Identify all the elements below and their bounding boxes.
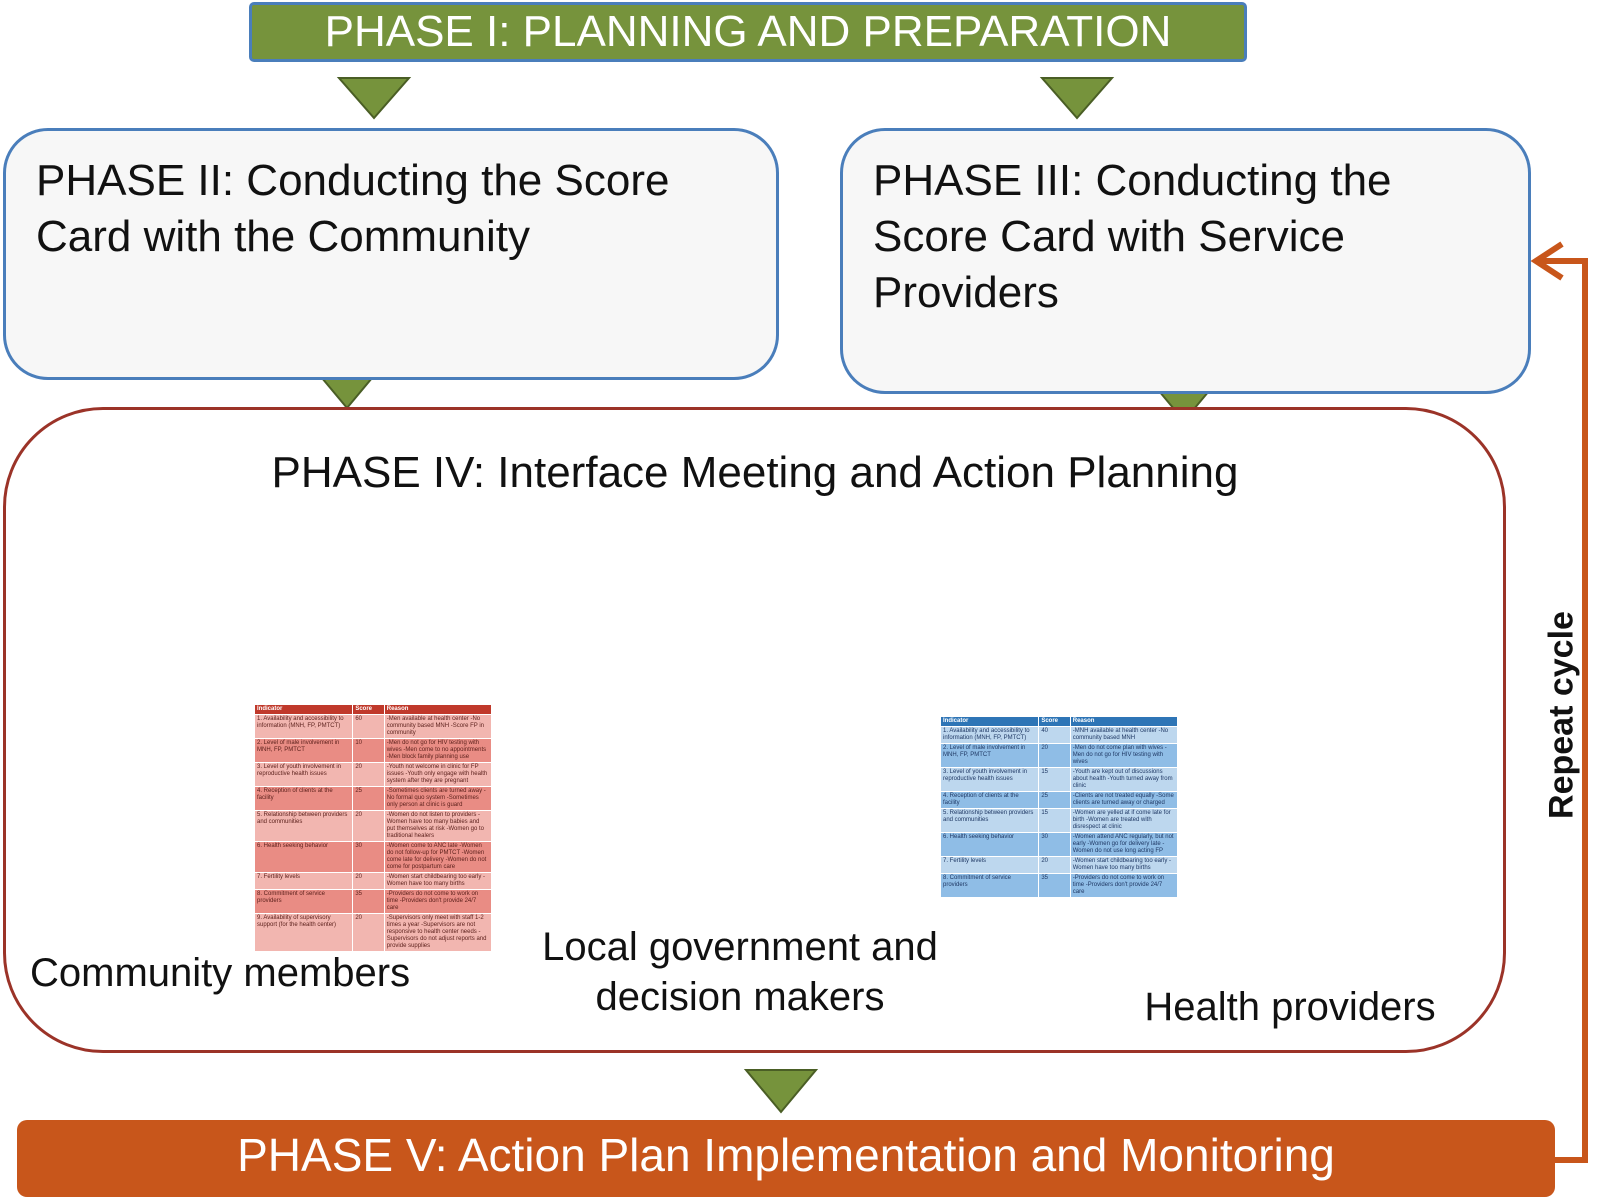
table-cell: 3. Level of youth involvement in reprodu… — [939, 767, 1040, 792]
table-cell: 35 — [352, 889, 385, 914]
table-cell: 30 — [352, 841, 385, 873]
table-cell: 25 — [352, 786, 385, 811]
table-cell: -Women come to ANC late -Women do not fo… — [383, 841, 493, 873]
government-label: Local government and decision makers — [542, 925, 938, 1019]
table-cell: 60 — [352, 714, 385, 739]
community-members-label: Community members — [30, 951, 411, 995]
table-cell: 30 — [1038, 832, 1071, 857]
table-cell: 25 — [1038, 791, 1071, 809]
table-cell: 4. Reception of clients at the facility — [253, 786, 354, 811]
table-cell: -Women start childbearing too early -Wom… — [1069, 856, 1179, 874]
table-cell: -MNH available at health center -No comm… — [1069, 726, 1179, 744]
table-cell: 6. Health seeking behavior — [939, 832, 1040, 857]
repeat-cycle-label: Repeat cycle — [1542, 611, 1581, 819]
table-cell: -Sometimes clients are turned away -No f… — [383, 786, 493, 811]
table-cell: -Women are yelled at if come late for bi… — [1069, 808, 1179, 833]
table-cell: 6. Health seeking behavior — [253, 841, 354, 873]
phase5-label: PHASE V: Action Plan Implementation and … — [237, 1129, 1335, 1181]
arrow-phase1-to-phase2 — [336, 77, 412, 120]
table-row: 5. Relationship between providers and co… — [253, 810, 493, 842]
table-header-cell: Reason — [1069, 716, 1179, 727]
phase3-label: PHASE III: Conducting the Score Card wit… — [873, 156, 1392, 317]
table-cell: 5. Relationship between providers and co… — [939, 808, 1040, 833]
table-header-cell: Reason — [383, 704, 493, 715]
table-cell: 20 — [352, 872, 385, 890]
table-cell: 5. Relationship between providers and co… — [253, 810, 354, 842]
table-row: 3. Level of youth involvement in reprodu… — [939, 767, 1179, 792]
table-cell: -Women start childbearing too early -Wom… — [383, 872, 493, 890]
repeat-cycle-arrowhead — [1530, 241, 1564, 281]
table-header-cell: Indicator — [253, 704, 354, 715]
phase1-box: PHASE I: PLANNING AND PREPARATION — [249, 2, 1247, 62]
table-header-cell: Score — [352, 704, 385, 715]
table-cell: 8. Commitment of service providers — [253, 889, 354, 914]
table-header-cell: Indicator — [939, 716, 1040, 727]
table-cell: 3. Level of youth involvement in reprodu… — [253, 762, 354, 787]
health-providers-label: Health providers — [1144, 985, 1436, 1029]
table-cell: 20 — [352, 913, 385, 952]
table-cell: 2. Level of male involvement in MNH, FP,… — [939, 743, 1040, 768]
table-cell: 7. Fertility levels — [939, 856, 1040, 874]
table-cell: 8. Commitment of service providers — [939, 873, 1040, 898]
table-cell: 7. Fertility levels — [253, 872, 354, 890]
table-row: 2. Level of male involvement in MNH, FP,… — [253, 738, 493, 763]
table-cell: 1. Availability and accessibility to inf… — [253, 714, 354, 739]
table-cell: 4. Reception of clients at the facility — [939, 791, 1040, 809]
table-cell: -Men do not come plan with wives -Men do… — [1069, 743, 1179, 768]
table-cell: 40 — [1038, 726, 1071, 744]
table-cell: -Women attend ANC regularly, but not ear… — [1069, 832, 1179, 857]
table-cell: -Clients are not treated equally -Some c… — [1069, 791, 1179, 809]
table-cell: -Women do not listen to providers -Women… — [383, 810, 493, 842]
table-cell: 10 — [352, 738, 385, 763]
table-cell: 2. Level of male involvement in MNH, FP,… — [253, 738, 354, 763]
phase4-box — [3, 407, 1506, 1053]
phase1-label: PHASE I: PLANNING AND PREPARATION — [324, 7, 1172, 56]
phase5-box: PHASE V: Action Plan Implementation and … — [17, 1120, 1555, 1197]
table-cell: -Youth are kept out of discussions about… — [1069, 767, 1179, 792]
table-cell: 9. Availability of supervisory support (… — [253, 913, 354, 952]
repeat-cycle-label-wrap: Repeat cycle — [1532, 600, 1592, 830]
table-cell: -Men available at health center -No comm… — [383, 714, 493, 739]
table-cell: 20 — [1038, 743, 1071, 768]
table-header-cell: Score — [1038, 716, 1071, 727]
phase4-label: PHASE IV: Interface Meeting and Action P… — [271, 448, 1239, 497]
table-cell: 20 — [352, 762, 385, 787]
table-row: 1. Availability and accessibility to inf… — [939, 726, 1179, 744]
repeat-cycle-arrow — [1538, 258, 1588, 1163]
arrow-phase1-to-phase3 — [1039, 77, 1115, 120]
phase2-box: PHASE II: Conducting the Score Card with… — [3, 128, 779, 380]
table-row: 1. Availability and accessibility to inf… — [253, 714, 493, 739]
table-cell: 15 — [1038, 808, 1071, 833]
table-row: 5. Relationship between providers and co… — [939, 808, 1179, 833]
table-cell: 35 — [1038, 873, 1071, 898]
table-cell: -Providers do not come to work on time -… — [383, 889, 493, 914]
table-row: 3. Level of youth involvement in reprodu… — [253, 762, 493, 787]
table-cell: 20 — [1038, 856, 1071, 874]
table-row: 9. Availability of supervisory support (… — [253, 913, 493, 952]
table-cell: 20 — [352, 810, 385, 842]
phase2-label: PHASE II: Conducting the Score Card with… — [36, 156, 670, 261]
table-cell: 15 — [1038, 767, 1071, 792]
table-cell: -Men do not go for HIV testing with wive… — [383, 738, 493, 763]
table-row: 2. Level of male involvement in MNH, FP,… — [939, 743, 1179, 768]
table-cell: -Youth not welcome in clinic for FP issu… — [383, 762, 493, 787]
table-cell: 1. Availability and accessibility to inf… — [939, 726, 1040, 744]
table-cell: -Supervisors only meet with staff 1-2 ti… — [383, 913, 493, 952]
table-cell: -Providers do not come to work on time -… — [1069, 873, 1179, 898]
phase3-box: PHASE III: Conducting the Score Card wit… — [840, 128, 1531, 394]
arrow-phase4-to-phase5 — [743, 1069, 819, 1114]
